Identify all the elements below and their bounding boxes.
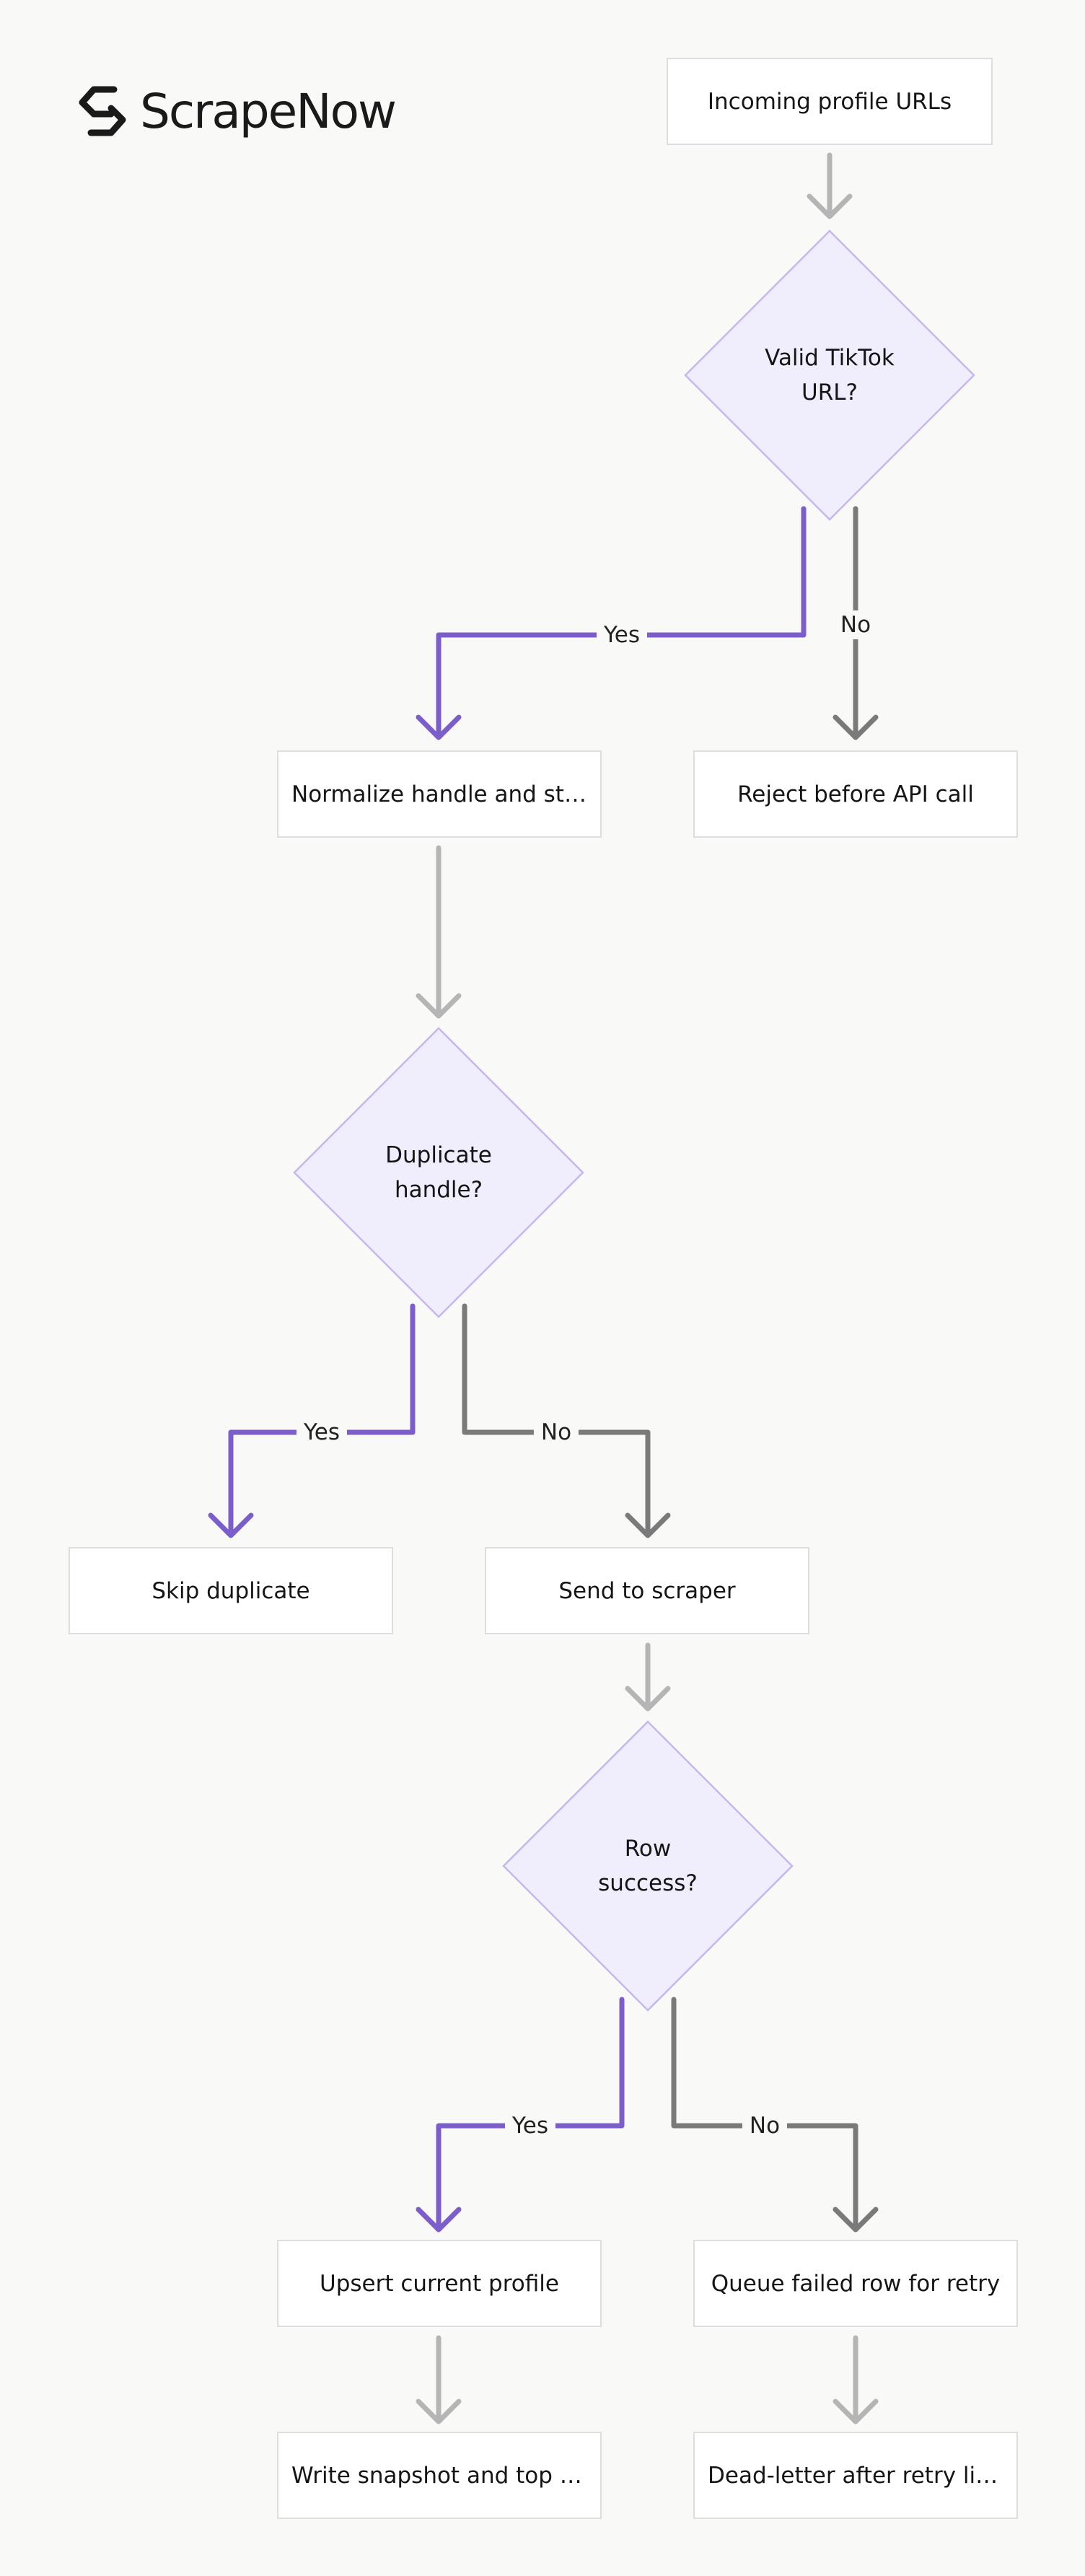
node-normalize-handle[interactable]: Normalize handle and stri… [277,750,602,838]
node-send-to-scraper[interactable]: Send to scraper [485,1547,809,1634]
edge-label-success-no: No [742,2111,788,2140]
node-upsert-current-profile[interactable]: Upsert current profile [277,2240,602,2327]
edge-label-dup-yes: Yes [296,1418,348,1447]
node-skip-duplicate[interactable]: Skip duplicate [69,1547,393,1634]
arrow-normalize-to-duplicate [416,845,462,1019]
diamond-valid-url [684,229,975,521]
node-label: Incoming profile URLs [707,88,952,115]
node-label: Upsert current profile [320,2270,559,2297]
node-label: Queue failed row for retry [711,2270,1001,2297]
node-label: Dead-letter after retry limit [708,2462,1003,2489]
node-label: Write snapshot and top vid… [291,2462,587,2489]
diamond-row-success [502,1720,794,2012]
node-label: Skip duplicate [151,1577,310,1604]
node-label: Reject before API call [737,781,974,807]
node-reject-before-api-call[interactable]: Reject before API call [693,750,1018,838]
node-queue-failed-row[interactable]: Queue failed row for retry [693,2240,1018,2327]
diamond-duplicate [293,1027,584,1318]
decision-valid-url-label: Valid TikTok URL? [765,345,895,406]
node-write-snapshot[interactable]: Write snapshot and top vid… [277,2432,602,2519]
brand: ScrapeNow [72,81,397,141]
edge-label-valid-no: No [833,610,879,639]
scrapenow-logo-icon [79,86,126,136]
edge-label-dup-no: No [533,1418,579,1447]
node-label: Normalize handle and stri… [291,781,587,807]
brand-name: ScrapeNow [140,83,397,139]
arrow-upsert-to-snapshot [416,2335,462,2424]
arrow-queue-to-deadletter [833,2335,879,2424]
arrow-send-to-success [625,1642,671,1712]
decision-duplicate-label: Duplicate handle? [385,1142,492,1203]
node-dead-letter[interactable]: Dead-letter after retry limit [693,2432,1018,2519]
flow-arrows [416,152,879,2424]
decision-row-success-label: Row success? [598,1836,698,1896]
node-incoming-profile-urls[interactable]: Incoming profile URLs [667,58,993,145]
arrow-incoming-to-valid [807,152,853,219]
node-label: Send to scraper [558,1577,736,1604]
yes-branches [208,506,807,2233]
decision-diamonds [293,229,975,2012]
edge-label-success-yes: Yes [504,2111,556,2140]
edge-label-valid-yes: Yes [596,621,648,649]
